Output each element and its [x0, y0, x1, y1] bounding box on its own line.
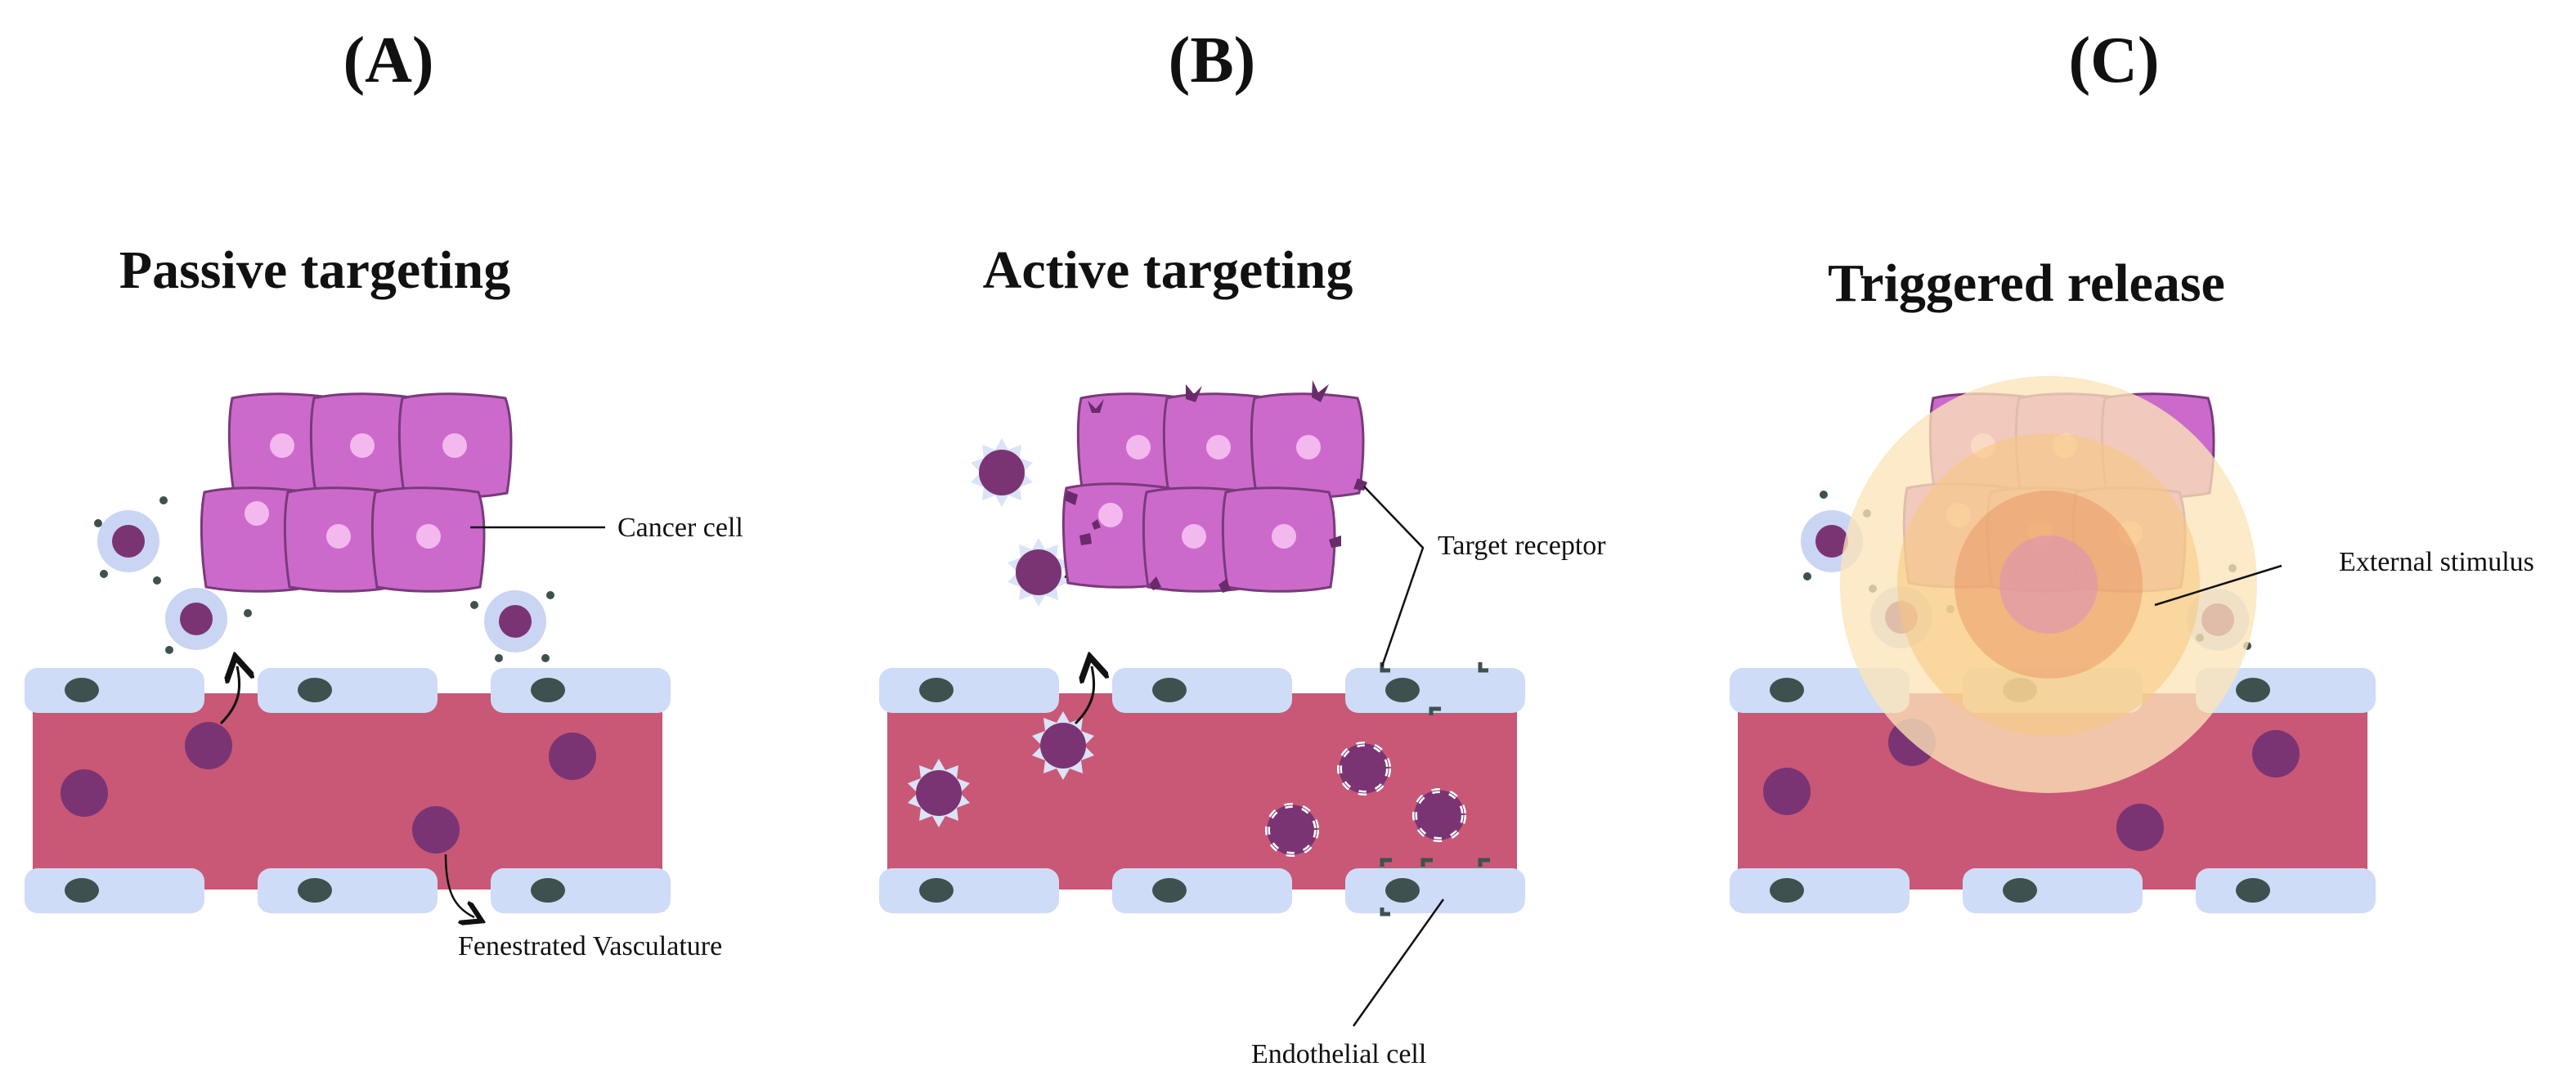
- external-stimulus-rings: [1840, 376, 2257, 793]
- target-receptor-label: Target receptor: [1438, 531, 1606, 561]
- panel-b-title: Active targeting: [983, 240, 1353, 300]
- nanoparticles-in-vessel-a: [61, 722, 596, 854]
- panel-a: (A) Passive targeting: [25, 25, 743, 961]
- tumor-cluster-a: [200, 392, 513, 593]
- target-receptor-leader: [1363, 486, 1425, 667]
- panel-c: (C) Triggered release: [1730, 25, 2534, 913]
- panel-a-letter: (A): [343, 25, 433, 96]
- panel-c-title: Triggered release: [1828, 253, 2225, 313]
- cancer-cell-label: Cancer cell: [617, 513, 743, 543]
- external-stimulus-leader: [2154, 564, 2282, 607]
- fenestrated-vasculature-label: Fenestrated Vasculature: [458, 931, 722, 961]
- extravasation-arrow-b: [1074, 666, 1094, 725]
- panel-b: (B) Active targeting: [879, 25, 1606, 1069]
- endothelial-cell-label: Endothelial cell: [1251, 1039, 1426, 1069]
- targeted-nanoparticles: [971, 438, 1070, 607]
- external-stimulus-label: External stimulus: [2339, 547, 2534, 577]
- extravasation-arrow-a: [219, 666, 240, 725]
- blood-vessel-a: [33, 693, 662, 890]
- blood-vessel-b: [887, 693, 1517, 890]
- fenestrated-vasculature-arrow: [444, 854, 474, 917]
- endothelial-cell-leader: [1352, 899, 1445, 1027]
- panel-c-letter: (C): [2068, 25, 2159, 96]
- released-nanoparticles-a: [94, 496, 554, 662]
- panel-b-letter: (B): [1169, 25, 1256, 96]
- tumor-cluster-b: [1061, 380, 1367, 593]
- panel-a-title: Passive targeting: [119, 240, 510, 300]
